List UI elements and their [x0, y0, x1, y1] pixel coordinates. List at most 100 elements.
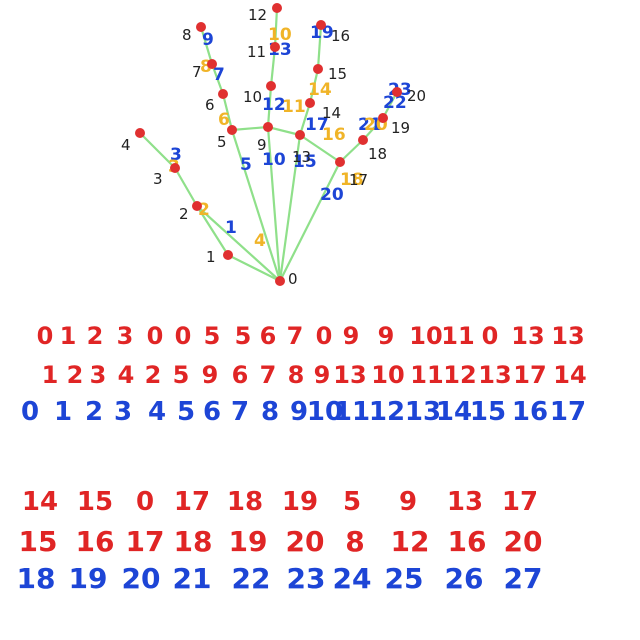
table1-index-cell: 0: [21, 397, 39, 427]
table2-index-cell: 26: [445, 562, 484, 595]
connection-line: [138, 131, 177, 170]
table1-from-cell: 0: [482, 322, 499, 350]
connection-line: [226, 253, 282, 283]
table2-to-cell: 16: [76, 525, 115, 558]
landmark-label-11: 11: [247, 43, 266, 61]
table1-from-cell: 7: [287, 322, 304, 350]
table1-from-cell: 6: [260, 322, 277, 350]
yellow-annotation: 8: [200, 57, 212, 77]
landmark-label-1: 1: [206, 248, 216, 266]
landmark-label-3: 3: [153, 170, 163, 188]
blue-annotation: 15: [293, 152, 317, 172]
table1-index-cell: 2: [85, 397, 103, 427]
landmark-point-12: [272, 3, 282, 13]
connection-line: [278, 133, 302, 283]
connection-line: [308, 67, 320, 105]
table1-to-cell: 13: [478, 361, 511, 389]
table1-to-cell: 14: [553, 361, 586, 389]
landmark-label-14: 14: [322, 104, 341, 122]
table1-index-cell: 14: [436, 397, 472, 427]
table1-index-cell: 8: [261, 397, 279, 427]
landmark-label-0: 0: [288, 270, 298, 288]
landmark-label-13: 13: [292, 148, 311, 166]
table2-from-cell: 0: [136, 487, 154, 517]
connection-line: [221, 92, 234, 132]
blue-annotation: 9: [202, 30, 214, 50]
table1-from-cell: 5: [235, 322, 252, 350]
yellow-annotation: 6: [218, 110, 230, 130]
table2-to-cell: 20: [504, 525, 543, 558]
yellow-annotation: 18: [340, 170, 364, 190]
landmark-label-8: 8: [182, 26, 192, 44]
table1-to-cell: 2: [145, 361, 162, 389]
table1-index-cell: 1: [54, 397, 72, 427]
blue-annotation: 19: [310, 23, 334, 43]
table1-from-cell: 9: [343, 322, 360, 350]
yellow-annotation: 2: [198, 200, 210, 220]
connection-line: [273, 6, 279, 49]
table1-from-cell: 2: [87, 322, 104, 350]
landmark-point-5: [227, 125, 237, 135]
table1-to-cell: 2: [67, 361, 84, 389]
connection-line: [230, 125, 270, 132]
landmark-point-16: [316, 20, 326, 30]
blue-annotation: 17: [305, 115, 329, 135]
blue-annotation: 21: [358, 115, 382, 135]
table1-from-cell: 13: [511, 322, 544, 350]
table1-from-cell: 13: [551, 322, 584, 350]
table2-from-cell: 15: [77, 487, 113, 517]
blue-annotation: 22: [383, 93, 407, 113]
blue-annotation: 5: [240, 155, 252, 175]
table1-from-cell: 0: [37, 322, 54, 350]
connection-line: [195, 204, 230, 257]
table2-index-cell: 25: [385, 562, 424, 595]
landmark-label-2: 2: [179, 205, 189, 223]
landmark-label-15: 15: [328, 65, 347, 83]
landmark-label-5: 5: [217, 133, 227, 151]
landmark-label-12: 12: [248, 6, 267, 24]
table2-index-cell: 21: [173, 562, 212, 595]
landmark-label-10: 10: [243, 88, 262, 106]
table1-index-cell: 16: [512, 397, 548, 427]
table1-to-cell: 3: [90, 361, 107, 389]
connection-line: [278, 160, 342, 283]
landmark-point-8: [196, 22, 206, 32]
table1-to-cell: 10: [371, 361, 404, 389]
landmark-point-4: [135, 128, 145, 138]
table1-index-cell: 17: [550, 397, 586, 427]
table2-index-cell: 19: [69, 562, 108, 595]
landmark-point-0: [275, 276, 285, 286]
landmark-label-19: 19: [391, 119, 410, 137]
table1-to-cell: 5: [173, 361, 190, 389]
table2-index-cell: 24: [333, 562, 372, 595]
table1-index-cell: 7: [231, 397, 249, 427]
table2-to-cell: 16: [448, 525, 487, 558]
table1-index-cell: 11: [334, 397, 370, 427]
table2-from-cell: 17: [502, 487, 538, 517]
table2-index-cell: 20: [122, 562, 161, 595]
table1-to-cell: 7: [260, 361, 277, 389]
yellow-annotation: 10: [268, 25, 292, 45]
connection-line: [195, 204, 282, 283]
connection-line: [298, 133, 342, 164]
landmark-label-18: 18: [368, 145, 387, 163]
landmark-label-6: 6: [205, 96, 215, 114]
table1-from-cell: 5: [204, 322, 221, 350]
blue-annotation: 20: [320, 185, 344, 205]
table1-to-cell: 9: [314, 361, 331, 389]
landmark-point-19: [378, 113, 388, 123]
connection-line: [269, 45, 277, 88]
table1-from-cell: 1: [60, 322, 77, 350]
landmark-connections: [138, 6, 399, 283]
connection-line: [266, 84, 273, 129]
table2-from-cell: 13: [447, 487, 483, 517]
landmark-point-13: [295, 130, 305, 140]
yellow-annotation: 16: [322, 125, 346, 145]
table2-index-cell: 22: [232, 562, 271, 595]
table1-index-cell: 6: [203, 397, 221, 427]
table1-index-cell: 3: [114, 397, 132, 427]
landmark-label-7: 7: [192, 63, 202, 81]
table2-index-cell: 27: [504, 562, 543, 595]
